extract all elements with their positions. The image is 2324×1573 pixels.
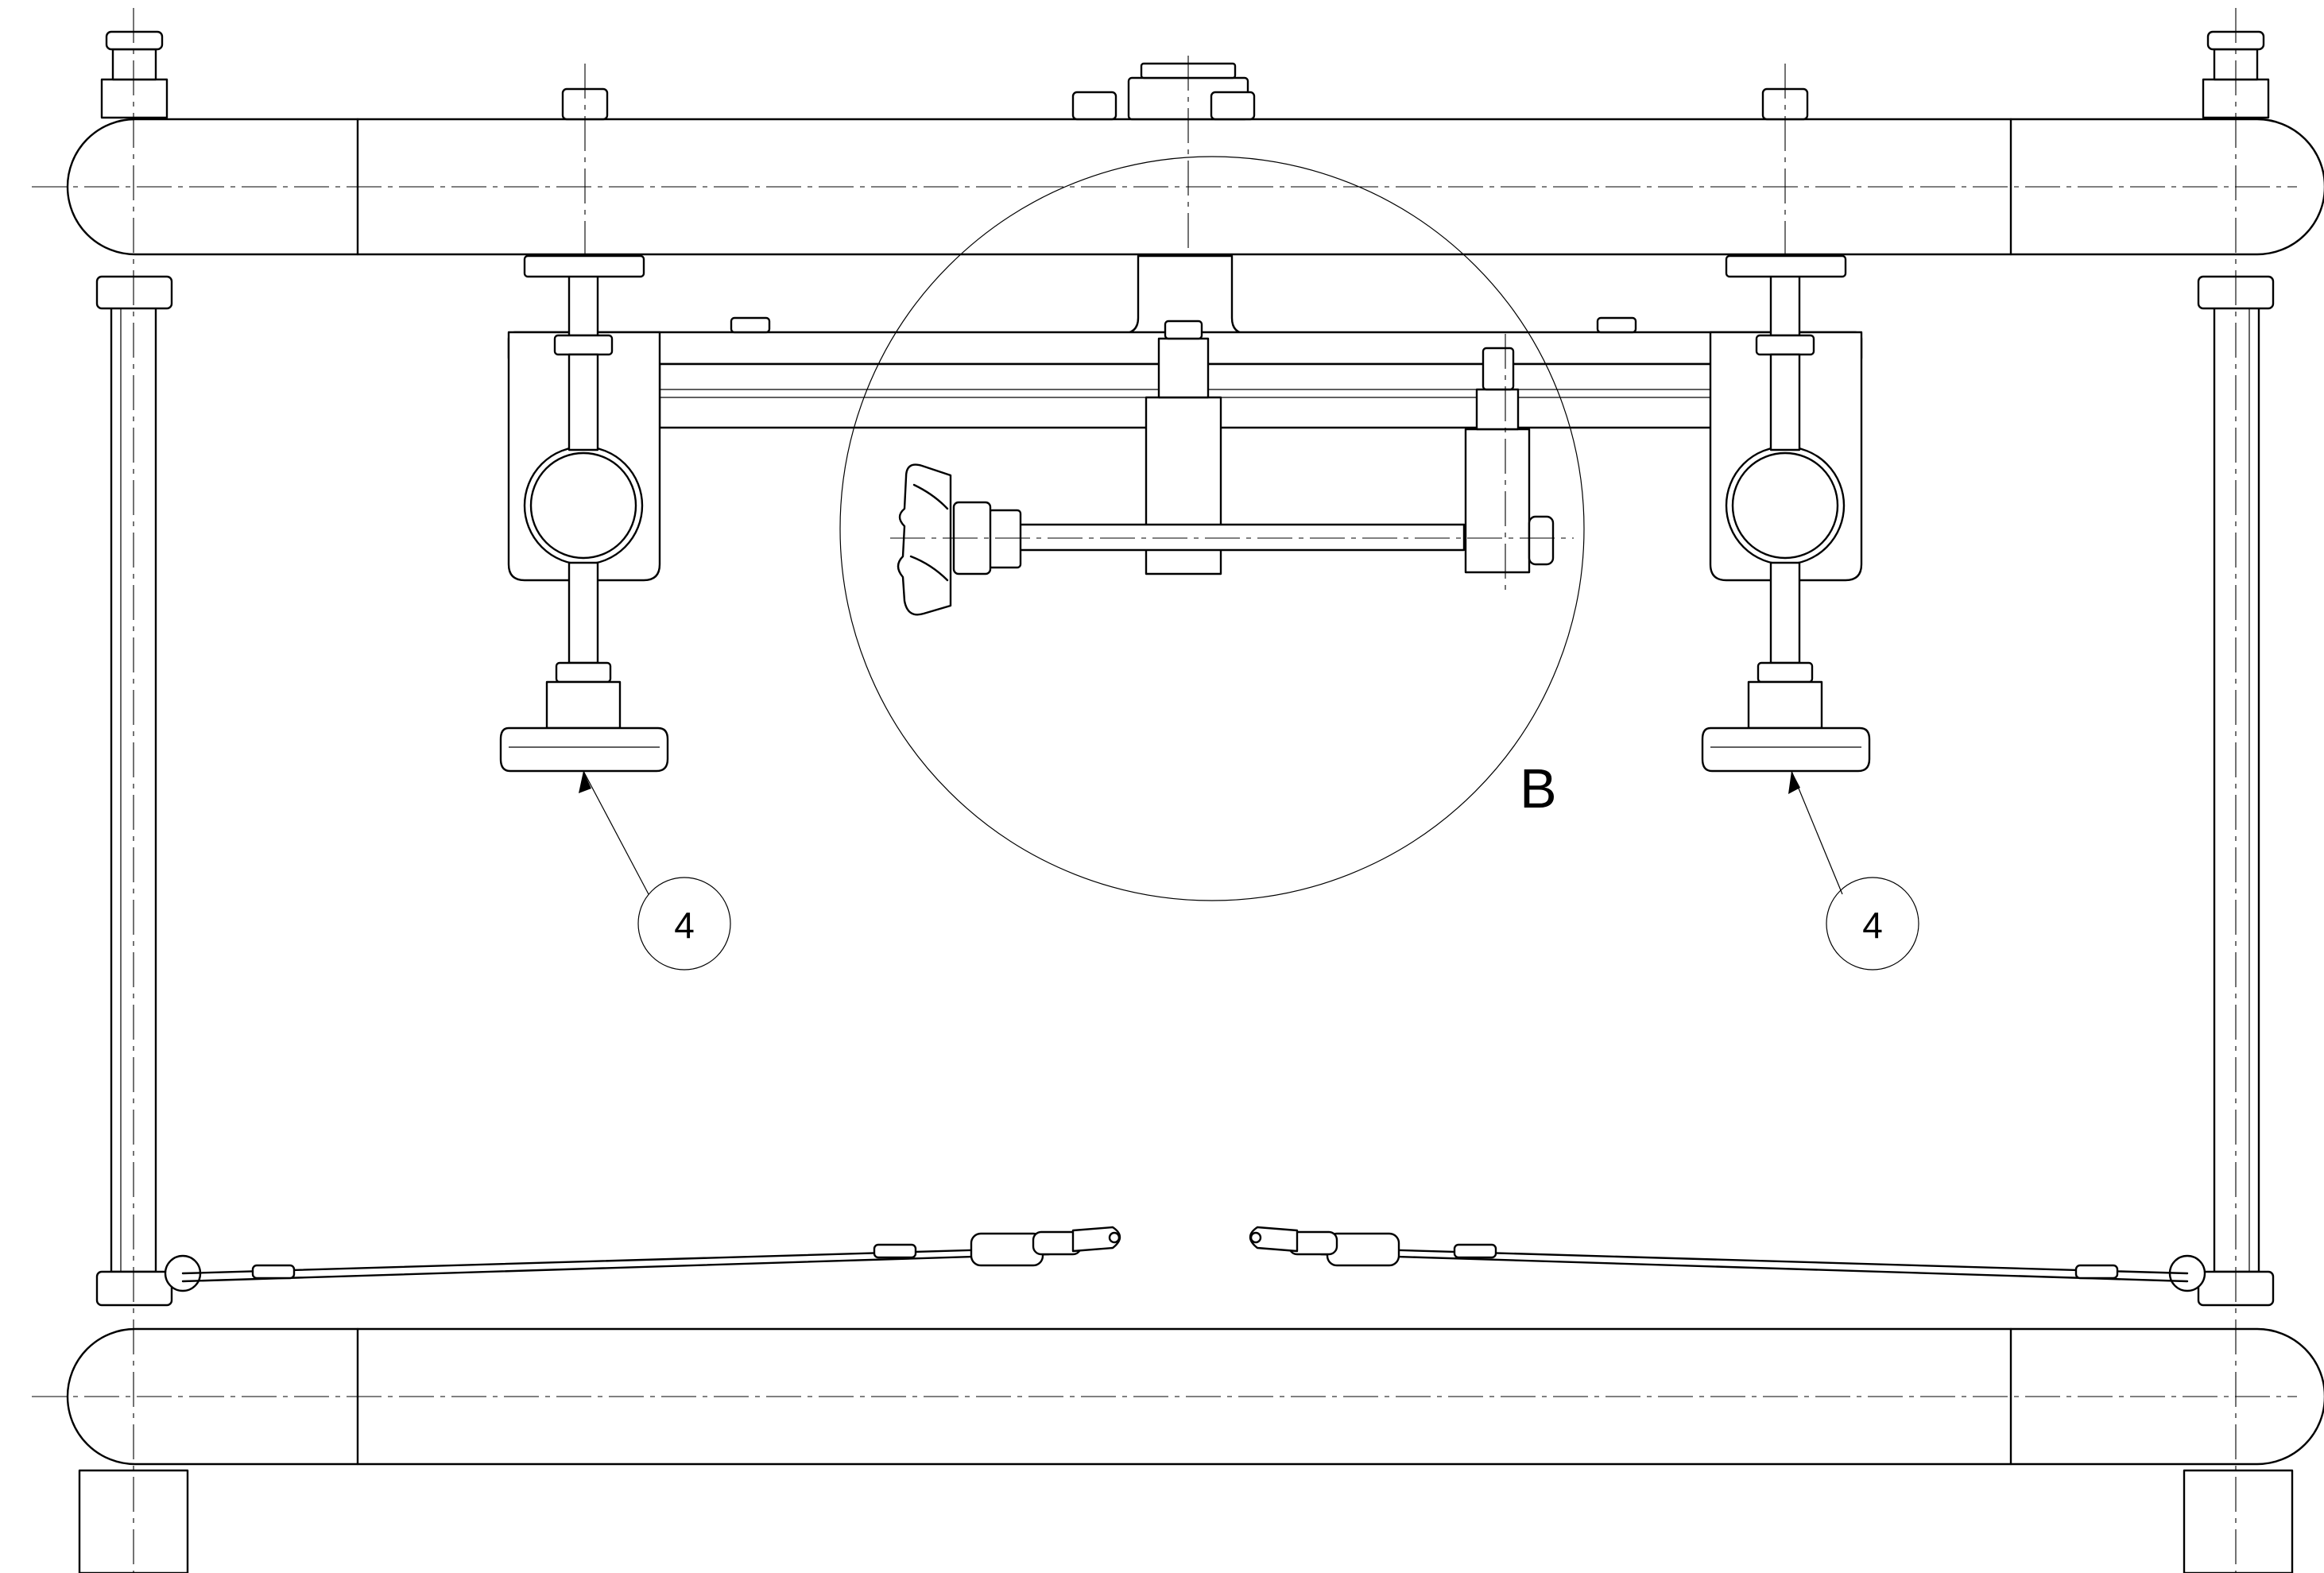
right-clamp-bracket [1701,254,1871,773]
balloon-left: 4 [579,770,731,971]
detail-label: B [1520,757,1557,819]
detail-b-callout: B [839,156,1585,901]
leader-arrowhead [579,771,591,793]
top-bolts [561,56,1809,572]
top-frame-tube [32,118,2324,256]
center-mechanism [890,320,1574,616]
left-tension-cable [164,1226,1121,1292]
left-clamp-bracket [499,254,669,773]
balloon-number: 4 [1862,905,1883,946]
left-vertical-post [78,8,189,1573]
right-vertical-post [2183,8,2294,1573]
right-tension-cable [1249,1226,2206,1292]
leader-arrowhead [1788,771,1800,794]
balloon-number: 4 [674,905,695,946]
bottom-frame-tube [32,1327,2324,1466]
balloon-right: 4 [1788,770,1919,971]
